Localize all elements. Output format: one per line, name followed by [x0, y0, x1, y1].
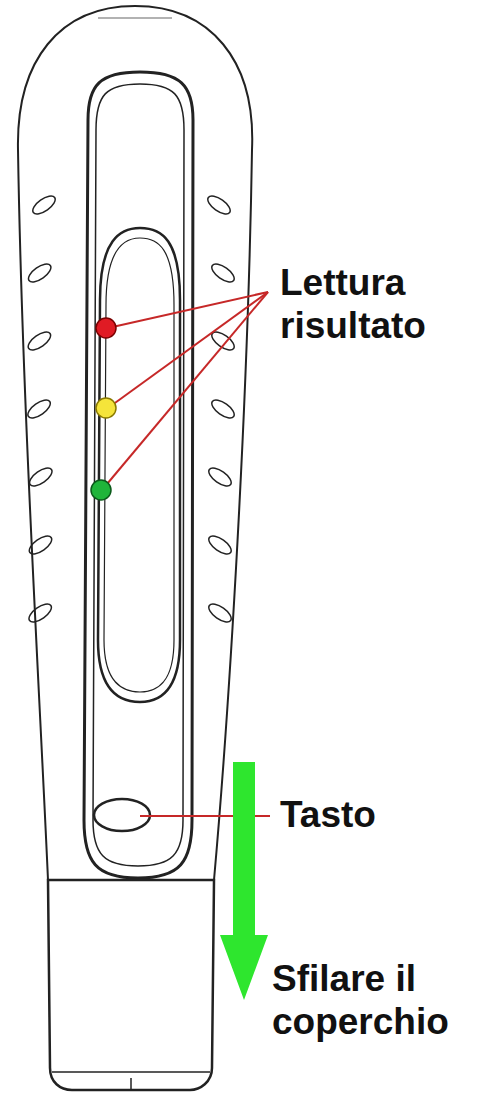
- cap: [48, 880, 214, 1090]
- grip-ridge: [25, 329, 53, 354]
- grip-ridge: [26, 261, 54, 286]
- inner-face: [93, 84, 184, 866]
- red-led: [96, 318, 116, 338]
- result-window: [98, 228, 180, 702]
- grip-ridge: [206, 465, 234, 490]
- grip-ridge: [26, 601, 54, 626]
- cap-rim: [52, 1071, 210, 1073]
- grip-ridge: [206, 533, 234, 558]
- body-top-line: [98, 17, 172, 19]
- grip-ridge: [206, 601, 234, 626]
- yellow-led: [96, 398, 116, 418]
- result-label: Lettura risultato: [280, 262, 485, 347]
- grip-ridge: [209, 397, 237, 422]
- result-window-inner: [104, 238, 174, 692]
- leader-line: [102, 292, 268, 490]
- cap-label: Sfilare il coperchio: [272, 958, 484, 1043]
- green-arrow: [220, 762, 268, 1000]
- grip-ridge: [205, 193, 233, 218]
- grip-ridge: [209, 261, 237, 286]
- device-body: [18, 6, 252, 880]
- button-label: Tasto: [280, 794, 480, 837]
- grip-ridge: [30, 193, 58, 218]
- green-led: [91, 480, 111, 500]
- inner-rim: [84, 72, 193, 878]
- grip-ridge: [27, 465, 55, 490]
- leader-line: [108, 292, 268, 408]
- grip-ridge: [26, 533, 54, 558]
- grip-ridge: [25, 397, 53, 422]
- cap-notch: [130, 1078, 132, 1090]
